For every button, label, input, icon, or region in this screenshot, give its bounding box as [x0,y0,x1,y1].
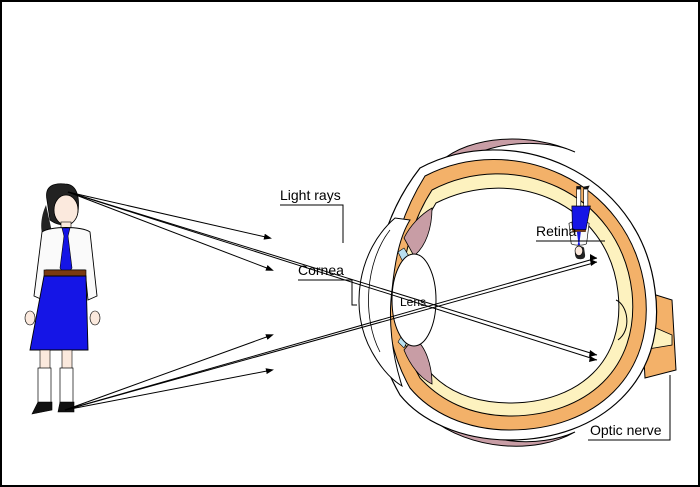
cornea-label: Cornea [298,262,344,278]
iris-upper [403,207,433,257]
retina-label: Retina [536,223,577,239]
ray-feet-2-arrow [64,368,274,411]
label-lens: Lens [400,295,426,309]
label-optic-nerve: Optic nerve [588,375,671,441]
ray-feet-1 [64,261,598,411]
light-rays-label: Light rays [280,187,341,203]
cornea [358,217,411,388]
optic-nerve-label: Optic nerve [590,422,662,438]
retina-arrowheads [589,254,597,362]
ray-head-2 [67,191,598,356]
cornea-inner-line [368,229,391,353]
light-rays [64,191,598,411]
ray-head-1-arrow [67,191,272,240]
label-light-rays: Light rays [280,187,344,243]
label-retina: Retina [536,223,605,242]
inverted-image-on-retina [568,185,591,260]
object-girl-figure [24,183,101,415]
ray-feet-2 [64,257,598,411]
lens-label: Lens [400,295,426,309]
ray-feet-1-arrow [64,334,274,411]
label-cornea: Cornea [298,262,357,306]
lens [391,253,437,347]
optic-disc [615,299,628,341]
ray-head-2-arrow [67,191,274,271]
ray-head-1 [67,191,598,361]
